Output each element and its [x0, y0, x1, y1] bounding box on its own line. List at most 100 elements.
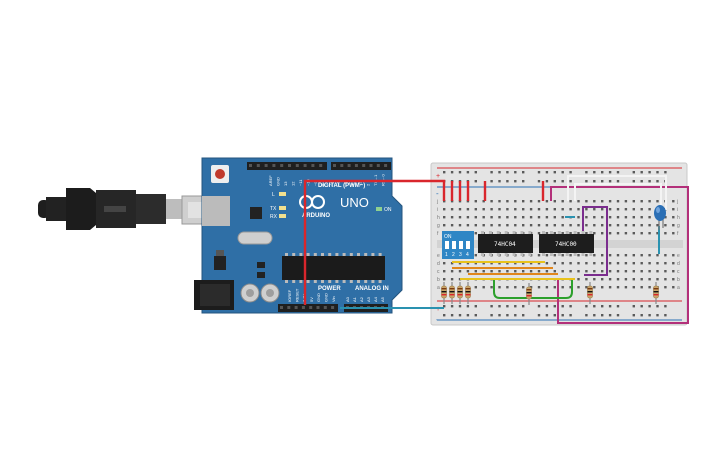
- breadboard-hole[interactable]: [624, 262, 628, 265]
- rail-hole[interactable]: [490, 180, 493, 183]
- rail-hole[interactable]: [545, 180, 549, 183]
- breadboard-hole[interactable]: [601, 254, 604, 257]
- rail-hole[interactable]: [537, 305, 541, 308]
- rail-hole[interactable]: [561, 171, 564, 174]
- breadboard-hole[interactable]: [656, 262, 659, 265]
- breadboard-hole[interactable]: [664, 216, 667, 219]
- rail-hole[interactable]: [474, 314, 477, 317]
- wire-white-2[interactable]: [574, 183, 662, 210]
- breadboard-hole[interactable]: [537, 262, 541, 265]
- breadboard-hole[interactable]: [450, 224, 454, 227]
- breadboard-hole[interactable]: [545, 208, 549, 211]
- breadboard-hole[interactable]: [537, 208, 541, 211]
- breadboard-hole[interactable]: [672, 254, 675, 257]
- breadboard-hole[interactable]: [561, 216, 564, 219]
- wire-purple[interactable]: [582, 206, 608, 276]
- dip-toggle-1[interactable]: [445, 241, 449, 249]
- breadboard-hole[interactable]: [585, 270, 588, 273]
- header-hole[interactable]: [331, 306, 335, 309]
- rail-hole[interactable]: [466, 171, 470, 174]
- header-hole[interactable]: [319, 164, 323, 167]
- breadboard-hole[interactable]: [482, 270, 485, 273]
- breadboard-hole[interactable]: [522, 216, 525, 219]
- rail-hole[interactable]: [498, 314, 501, 317]
- breadboard-hole[interactable]: [443, 208, 446, 211]
- rail-hole[interactable]: [593, 314, 596, 317]
- resistor[interactable]: [526, 283, 532, 305]
- breadboard-hole[interactable]: [601, 270, 604, 273]
- breadboard-hole[interactable]: [545, 216, 549, 219]
- breadboard-hole[interactable]: [640, 278, 643, 281]
- rail-hole[interactable]: [561, 305, 564, 308]
- breadboard-hole[interactable]: [593, 270, 596, 273]
- breadboard-hole[interactable]: [577, 216, 580, 219]
- resistor[interactable]: [441, 282, 447, 304]
- breadboard-hole[interactable]: [553, 224, 556, 227]
- breadboard-hole[interactable]: [537, 254, 541, 257]
- breadboard-hole[interactable]: [624, 208, 628, 211]
- breadboard-hole[interactable]: [608, 278, 612, 281]
- breadboard-hole[interactable]: [585, 262, 588, 265]
- breadboard-hole[interactable]: [616, 286, 620, 289]
- breadboard-hole[interactable]: [506, 224, 509, 227]
- rail-hole[interactable]: [450, 171, 454, 174]
- breadboard-hole[interactable]: [466, 224, 470, 227]
- breadboard-hole[interactable]: [593, 278, 596, 281]
- breadboard-hole[interactable]: [577, 232, 580, 235]
- breadboard-hole[interactable]: [514, 216, 517, 219]
- breadboard-hole[interactable]: [656, 254, 659, 257]
- rail-hole[interactable]: [490, 314, 493, 317]
- rail-hole[interactable]: [632, 305, 635, 308]
- resistor[interactable]: [653, 282, 659, 304]
- breadboard-hole[interactable]: [624, 232, 628, 235]
- breadboard-hole[interactable]: [593, 224, 596, 227]
- breadboard-hole[interactable]: [537, 232, 541, 235]
- breadboard-hole[interactable]: [450, 200, 454, 203]
- breadboard-hole[interactable]: [601, 262, 604, 265]
- breadboard-hole[interactable]: [648, 286, 651, 289]
- breadboard-hole[interactable]: [569, 286, 572, 289]
- breadboard-hole[interactable]: [648, 216, 651, 219]
- breadboard-hole[interactable]: [553, 208, 556, 211]
- breadboard-hole[interactable]: [498, 216, 501, 219]
- breadboard-hole[interactable]: [506, 200, 509, 203]
- breadboard-hole[interactable]: [537, 270, 541, 273]
- breadboard-hole[interactable]: [624, 278, 628, 281]
- breadboard-hole[interactable]: [577, 262, 580, 265]
- rail-hole[interactable]: [553, 180, 556, 183]
- chip-74hc04[interactable]: 74HC04: [478, 231, 533, 256]
- breadboard-hole[interactable]: [648, 278, 651, 281]
- header-hole[interactable]: [280, 306, 283, 309]
- wire-white-1[interactable]: [567, 175, 667, 210]
- breadboard-hole[interactable]: [522, 208, 525, 211]
- rail-hole[interactable]: [640, 314, 643, 317]
- rail-hole[interactable]: [490, 171, 493, 174]
- breadboard-hole[interactable]: [569, 224, 572, 227]
- rail-hole[interactable]: [608, 314, 612, 317]
- rail-hole[interactable]: [664, 305, 667, 308]
- resistor[interactable]: [449, 282, 455, 304]
- breadboard-hole[interactable]: [672, 224, 675, 227]
- rail-hole[interactable]: [656, 180, 659, 183]
- rail-hole[interactable]: [522, 314, 525, 317]
- breadboard-hole[interactable]: [585, 232, 588, 235]
- header-hole[interactable]: [256, 164, 260, 167]
- breadboard-hole[interactable]: [616, 232, 620, 235]
- breadboard-hole[interactable]: [616, 278, 620, 281]
- breadboard-hole[interactable]: [632, 270, 635, 273]
- breadboard-hole[interactable]: [458, 224, 462, 227]
- breadboard-hole[interactable]: [561, 262, 564, 265]
- rail-hole[interactable]: [514, 171, 517, 174]
- breadboard-hole[interactable]: [656, 278, 659, 281]
- breadboard-hole[interactable]: [529, 270, 533, 273]
- rail-hole[interactable]: [545, 305, 549, 308]
- breadboard-hole[interactable]: [490, 208, 493, 211]
- header-hole[interactable]: [272, 164, 276, 167]
- breadboard-hole[interactable]: [601, 278, 604, 281]
- rail-hole[interactable]: [656, 314, 659, 317]
- breadboard-hole[interactable]: [569, 208, 572, 211]
- breadboard-hole[interactable]: [514, 208, 517, 211]
- resistor[interactable]: [457, 282, 463, 304]
- breadboard-hole[interactable]: [640, 216, 643, 219]
